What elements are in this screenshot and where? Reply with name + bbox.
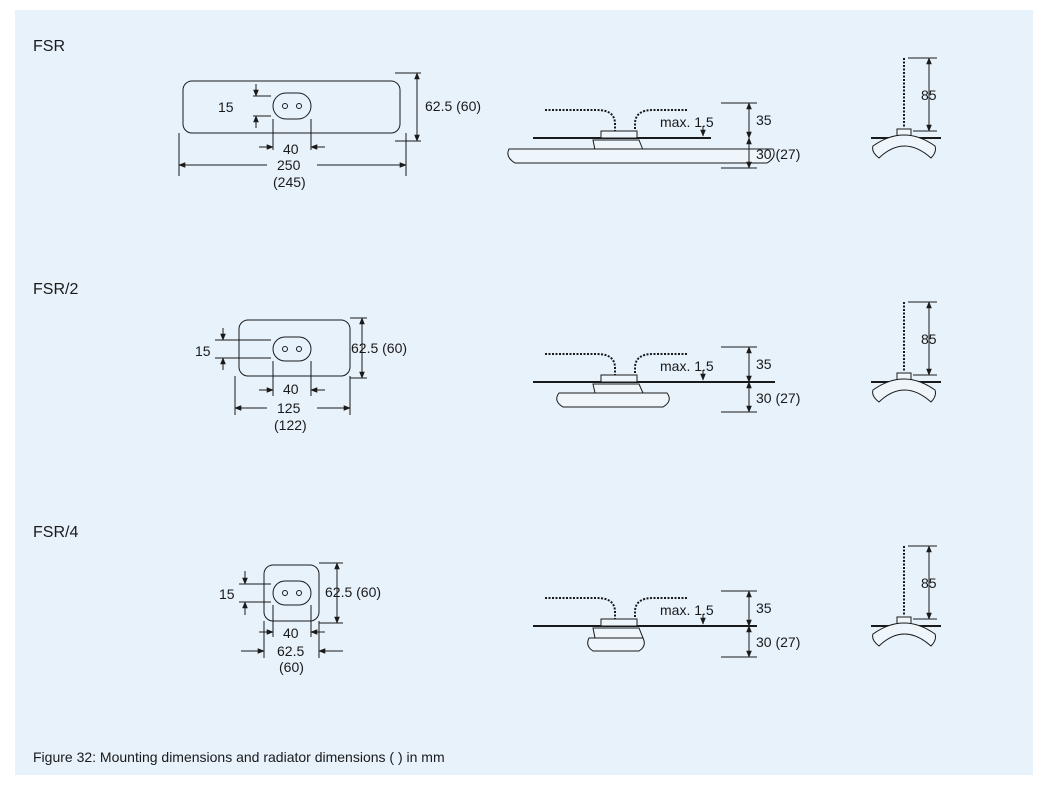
hole-height-label: 15 — [195, 343, 211, 359]
connector-block — [600, 130, 638, 139]
radiator-body — [556, 392, 670, 408]
height-label: 62.5 (60) — [351, 340, 407, 356]
radiator-body — [507, 148, 775, 164]
hole-width-label: 40 — [283, 625, 299, 641]
radiator-outline — [182, 80, 401, 134]
length-label: 62.5 — [277, 643, 304, 659]
hole-height-label: 15 — [218, 99, 234, 115]
radiator-height-label: 30 (27) — [756, 390, 800, 406]
length-alt-label: (122) — [274, 417, 307, 433]
row-fsr-4: FSR/4 15 62.5 (60) 40 62.5 (60) — [33, 524, 941, 675]
top-view: 15 62.5 (60) 40 62.5 (60) — [219, 562, 381, 675]
screw-hole — [282, 590, 288, 596]
top-view: 15 62.5 (60) 40 250 (245) — [178, 72, 481, 190]
max-label: max. 1.5 — [660, 602, 714, 618]
side-view: max. 1.5 35 30 (27) — [533, 346, 800, 413]
end-view: 85 — [871, 545, 941, 647]
row-fsr: FSR 15 62.5 (60) 40 — [33, 38, 941, 190]
mounting-slot — [272, 92, 312, 120]
screw-hole — [296, 346, 302, 352]
hole-height-label: 15 — [219, 586, 235, 602]
cable-height-label: 35 — [756, 112, 772, 128]
cable — [634, 597, 687, 624]
length-label: 250 — [277, 157, 301, 173]
row-title: FSR/4 — [33, 524, 78, 541]
height-label: 85 — [921, 331, 937, 347]
mounting-slot — [272, 580, 312, 606]
screw-hole — [282, 103, 288, 109]
radiator-profile — [872, 134, 936, 159]
side-view: max. 1.5 35 30 (27) — [533, 590, 800, 658]
connector-block — [600, 618, 638, 627]
connector-block — [600, 374, 638, 383]
max-label: max. 1.5 — [660, 114, 714, 130]
radiator-profile — [872, 378, 936, 403]
row-title: FSR — [33, 38, 65, 55]
side-view: max. 1.5 35 30 (27) — [507, 102, 800, 169]
height-label: 85 — [921, 575, 937, 591]
height-label: 85 — [921, 87, 937, 103]
cable — [634, 109, 687, 136]
radiator-outline — [263, 564, 320, 622]
radiator-height-label: 30 (27) — [756, 634, 800, 650]
hole-width-label: 40 — [283, 141, 299, 157]
cable-height-label: 35 — [756, 356, 772, 372]
screw-hole — [296, 103, 302, 109]
radiator-body — [587, 637, 645, 652]
radiator-profile — [872, 622, 936, 647]
figure-panel: FSR 15 62.5 (60) 40 — [15, 10, 1033, 775]
row-fsr-2: FSR/2 15 62.5 (60) 40 125 (122) — [33, 281, 941, 433]
cable — [545, 597, 616, 624]
length-alt-label: (60) — [279, 659, 304, 675]
cable-height-label: 35 — [756, 600, 772, 616]
figure-caption: Figure 32: Mounting dimensions and radia… — [33, 749, 445, 765]
screw-hole — [282, 346, 288, 352]
cable — [545, 353, 616, 380]
length-alt-label: (245) — [273, 174, 306, 190]
hole-width-label: 40 — [283, 381, 299, 397]
end-view: 85 — [871, 57, 941, 159]
cable — [634, 353, 687, 380]
mounting-dimensions-drawing: FSR 15 62.5 (60) 40 — [33, 38, 941, 765]
end-view: 85 — [871, 301, 941, 403]
mounting-slot — [272, 336, 312, 362]
length-label: 125 — [277, 400, 301, 416]
height-label: 62.5 (60) — [325, 584, 381, 600]
row-title: FSR/2 — [33, 281, 78, 298]
radiator-height-label: 30 (27) — [756, 146, 800, 162]
screw-hole — [296, 590, 302, 596]
height-label: 62.5 (60) — [425, 98, 481, 114]
top-view: 15 62.5 (60) 40 125 (122) — [195, 317, 407, 433]
cable — [545, 109, 616, 136]
max-label: max. 1.5 — [660, 358, 714, 374]
radiator-outline — [238, 319, 351, 377]
